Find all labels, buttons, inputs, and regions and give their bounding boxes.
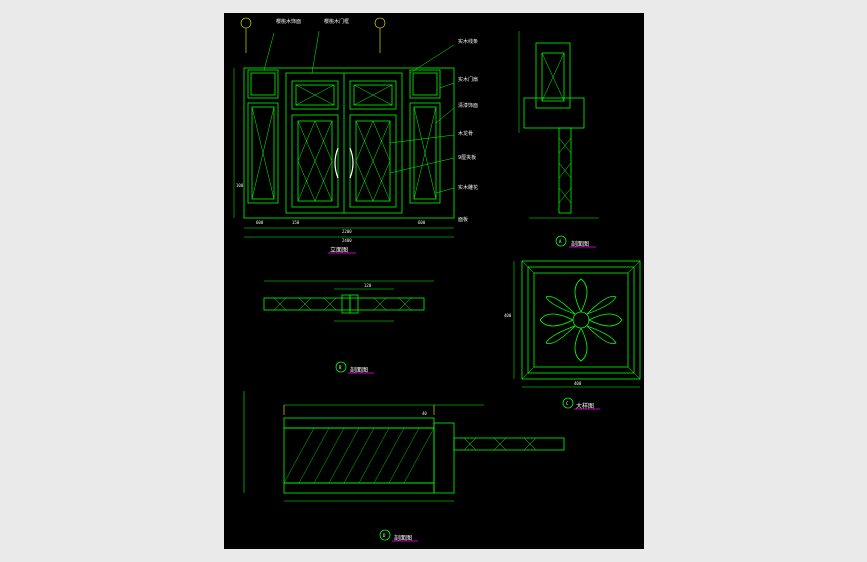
marker-a [555,235,567,247]
marker-d-label: D [383,533,386,538]
dim-inner-width: 2200 [342,229,352,234]
marker-b-label: B [339,365,342,370]
note-2: 樱桃木门框 [324,19,350,25]
note-4: 实木门扇 [458,77,479,83]
drawing-sheet: 立面图 剖面图 剖面图 大样图 剖面图 A B C D 2400 2200 60… [224,13,644,549]
dim-total-width: 2400 [342,238,352,243]
dim-flower-height: 400 [504,313,512,318]
flower-detail-title: 大样图 [576,403,595,410]
marker-c [562,397,574,409]
dim-right-panel: 600 [418,220,426,225]
dim-door-leaf: 150 [292,220,300,225]
section-c [243,391,565,502]
dim-left-panel: 600 [256,220,264,225]
marker-c-label: C [566,401,569,406]
note-3: 实木线条 [458,39,479,45]
dim-height-100: 100 [236,183,244,188]
front-elevation [233,67,455,238]
note-7: 9厘夹板 [458,155,477,161]
note-8: 实木雕花 [458,185,479,191]
note-9: 面板 [458,217,469,223]
flower-detail [513,260,641,388]
section-a [518,31,599,219]
marker-a-label: A [559,239,562,244]
dim-flower-width: 400 [574,381,582,386]
section-b-title: 剖面图 [350,367,369,374]
note-6: 木龙骨 [458,131,474,137]
section-b [263,280,434,322]
marker-b [335,361,347,373]
cad-drawing [233,17,641,542]
section-a-title: 剖面图 [571,241,590,248]
marker-d [379,529,391,541]
front-elevation-title: 立面图 [330,247,349,254]
dim-40: 40 [422,411,427,416]
note-5: 清漆饰面 [458,103,479,109]
section-c-title: 剖面图 [394,535,413,542]
dim-120: 120 [364,283,372,288]
note-1: 樱桃木饰面 [276,19,302,25]
